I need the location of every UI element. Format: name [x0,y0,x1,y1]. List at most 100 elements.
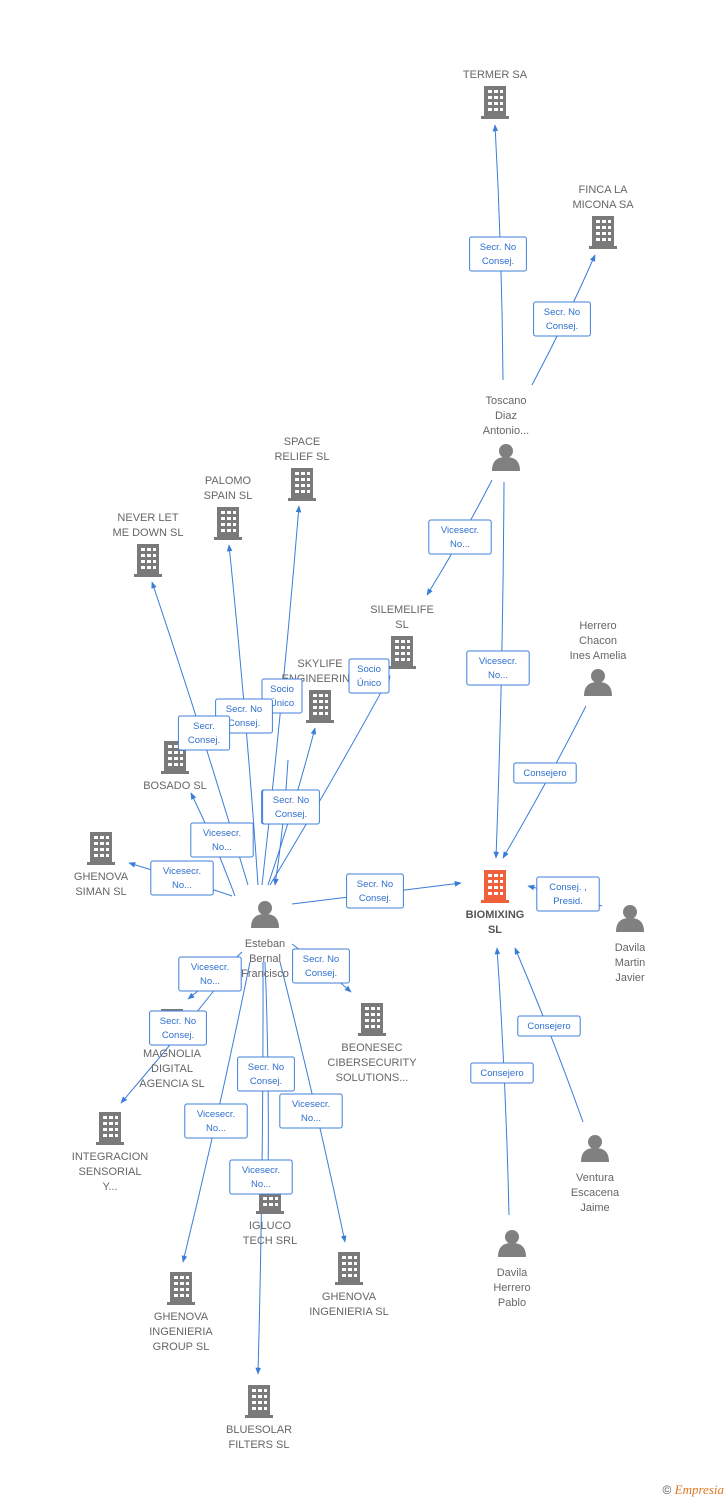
node-label: Chacon [579,635,617,647]
edge-label-esteban-to-neverlet[interactable]: Secr.Consej. [177,715,231,751]
node-label: INTEGRACION [72,1151,148,1163]
node-toscano[interactable]: ToscanoDiazAntonio... [483,395,529,471]
node-label: INGENIERIA SL [309,1306,388,1318]
edge-label-text: Secr. No [248,1062,284,1073]
node-label: Davila [497,1267,528,1279]
edge-label-ventura-to-biomixing[interactable]: Consejero [517,1015,581,1037]
node-label: Herrero [493,1282,530,1294]
node-label: Francisco [241,968,289,980]
building-icon[interactable] [589,216,617,249]
building-icon[interactable] [96,1112,124,1145]
building-icon[interactable] [358,1003,386,1036]
node-label: Martin [615,957,646,969]
node-label: SPACE [284,436,320,448]
edge-label-esteban-to-ghenova_siman[interactable]: Vicesecr.No... [150,860,214,896]
edge-label-text: Socio [357,664,381,675]
edge-label-text: Vicesecr. [197,1109,235,1120]
edge-label-text: Secr. No [544,307,580,318]
edge-label-davila_herrero-to-biomixing[interactable]: Consejero [470,1062,534,1084]
node-label: Jaime [580,1202,609,1214]
building-icon[interactable] [167,1272,195,1305]
edge-esteban-to-silemelife[interactable] [269,675,391,886]
node-label: Ines Amelia [570,650,628,662]
person-icon[interactable] [581,1135,609,1162]
node-label: TECH SRL [243,1235,297,1247]
edge-label-text: No... [212,842,232,853]
edge-label-text: Consejero [523,768,566,779]
node-label: GHENOVA [154,1311,209,1323]
person-icon[interactable] [498,1230,526,1257]
person-icon[interactable] [492,444,520,471]
building-icon[interactable] [87,832,115,865]
building-icon[interactable] [388,636,416,669]
building-icon[interactable] [335,1252,363,1285]
brand-logo[interactable]: Empresia [674,1482,724,1497]
node-label: SKYLIFE [297,658,342,670]
footer: © Empresia [662,1482,724,1498]
node-beonesec[interactable]: BEONESECCIBERSECURITYSOLUTIONS... [327,1003,417,1084]
node-integracion[interactable]: INTEGRACIONSENSORIALY... [72,1112,148,1193]
edge-label-esteban-to-magnolia[interactable]: Vicesecr.No... [178,956,242,992]
edge-label-text: No... [450,539,470,550]
building-icon[interactable] [481,870,509,903]
node-termer[interactable]: TERMER SA [463,69,528,119]
edge-label-text: No... [200,976,220,987]
edge-label-esteban-to-bosado[interactable]: Vicesecr.No... [190,822,254,858]
edge-label-herrero-to-biomixing[interactable]: Consejero [513,762,577,784]
edge-label-toscano-to-biomixing[interactable]: Vicesecr.No... [466,650,530,686]
edge-label-esteban-to-bluesolar[interactable]: Vicesecr.No... [229,1159,293,1195]
node-label: Toscano [486,395,527,407]
person-icon[interactable] [584,669,612,696]
building-icon[interactable] [134,544,162,577]
edge-label-toscano-to-silemelife[interactable]: Vicesecr.No... [428,519,492,555]
building-icon[interactable] [288,468,316,501]
node-bosado[interactable]: BOSADO SL [143,741,207,792]
building-icon[interactable] [306,690,334,723]
building-icon[interactable] [481,86,509,119]
node-label: Ventura [576,1172,615,1184]
node-label: INGENIERIA [149,1326,213,1338]
edge-label-text: Consej. , [549,882,587,893]
edge-label-text: Consejero [480,1068,523,1079]
building-icon[interactable] [214,507,242,540]
copyright-icon: © [662,1483,672,1497]
edge-label-esteban-to-ghenova_group[interactable]: Vicesecr.No... [184,1103,248,1139]
node-label: NEVER LET [117,512,178,524]
building-icon[interactable] [245,1385,273,1418]
edge-label-davila_martin-to-biomixing[interactable]: Consej. ,Presid. [536,876,600,912]
node-label: BEONESEC [341,1042,402,1054]
edge-label-esteban-to-ghenova_ing[interactable]: Vicesecr.No... [279,1093,343,1129]
node-label: Esteban [245,938,285,950]
person-icon[interactable] [616,905,644,932]
node-label: BIOMIXING [466,909,525,921]
person-icon[interactable] [251,901,279,928]
edge-label-text: Único [357,678,381,689]
node-label: DIGITAL [151,1063,193,1075]
edge-label-text: Vicesecr. [242,1165,280,1176]
